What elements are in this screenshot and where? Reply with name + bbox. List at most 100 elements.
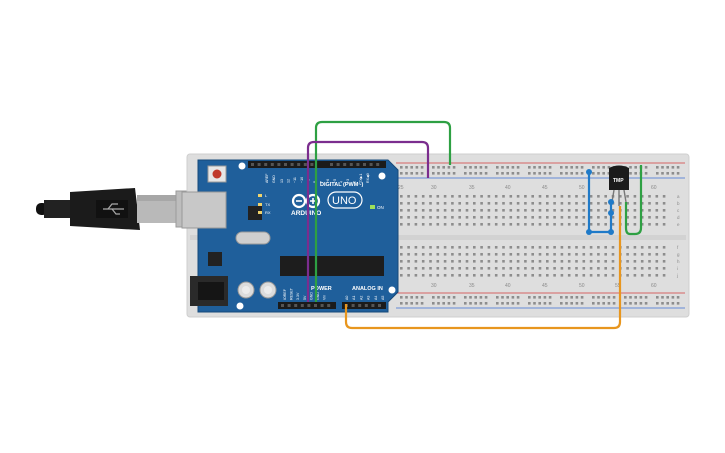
- breadboard-hole[interactable]: [487, 260, 491, 263]
- breadboard-hole[interactable]: [516, 216, 520, 219]
- breadboard-hole[interactable]: [661, 302, 664, 305]
- purple-gnd-wire[interactable]: [306, 140, 430, 302]
- breadboard-hole[interactable]: [560, 195, 564, 198]
- breadboard-hole[interactable]: [436, 202, 440, 205]
- breadboard-hole[interactable]: [414, 260, 418, 263]
- breadboard-hole[interactable]: [487, 274, 491, 277]
- header-pin[interactable]: [376, 163, 380, 166]
- breadboard-hole[interactable]: [629, 166, 632, 169]
- breadboard-hole[interactable]: [421, 274, 425, 277]
- breadboard-hole[interactable]: [607, 166, 611, 169]
- breadboard-hole[interactable]: [666, 296, 669, 299]
- breadboard-hole[interactable]: [531, 246, 534, 249]
- header-pin[interactable]: [270, 163, 274, 166]
- breadboard-hole[interactable]: [619, 202, 622, 205]
- breadboard-hole[interactable]: [582, 267, 586, 270]
- breadboard-hole[interactable]: [661, 166, 664, 169]
- header-pin[interactable]: [343, 163, 347, 166]
- wire-endpoint[interactable]: [586, 169, 592, 175]
- breadboard-hole[interactable]: [442, 172, 445, 175]
- breadboard-hole[interactable]: [611, 267, 615, 270]
- breadboard-hole[interactable]: [479, 166, 483, 169]
- breadboard-hole[interactable]: [429, 209, 432, 212]
- breadboard-hole[interactable]: [548, 296, 552, 299]
- breadboard-hole[interactable]: [553, 209, 556, 212]
- breadboard-hole[interactable]: [464, 166, 467, 169]
- breadboard-hole[interactable]: [410, 296, 413, 299]
- header-pin[interactable]: [320, 304, 324, 307]
- breadboard-hole[interactable]: [494, 260, 498, 263]
- breadboard-hole[interactable]: [451, 209, 454, 212]
- breadboard-hole[interactable]: [626, 209, 629, 212]
- breadboard-hole[interactable]: [496, 172, 499, 175]
- header-pin[interactable]: [336, 163, 340, 166]
- breadboard-hole[interactable]: [451, 253, 454, 256]
- breadboard-hole[interactable]: [502, 195, 505, 198]
- breadboard-hole[interactable]: [655, 267, 659, 270]
- breadboard-hole[interactable]: [648, 267, 651, 270]
- breadboard-hole[interactable]: [494, 216, 498, 219]
- breadboard-hole[interactable]: [633, 246, 637, 249]
- breadboard-hole[interactable]: [648, 195, 651, 198]
- breadboard-hole[interactable]: [531, 216, 534, 219]
- breadboard-hole[interactable]: [420, 296, 424, 299]
- breadboard-hole[interactable]: [662, 209, 666, 212]
- breadboard-hole[interactable]: [640, 253, 644, 256]
- breadboard-hole[interactable]: [496, 296, 499, 299]
- breadboard-hole[interactable]: [602, 166, 605, 169]
- breadboard-hole[interactable]: [496, 302, 499, 305]
- breadboard-hole[interactable]: [597, 296, 600, 299]
- breadboard-hole[interactable]: [607, 172, 611, 175]
- breadboard-hole[interactable]: [575, 166, 579, 169]
- breadboard-hole[interactable]: [407, 260, 410, 263]
- breadboard-hole[interactable]: [634, 166, 637, 169]
- breadboard-hole[interactable]: [538, 223, 542, 226]
- breadboard-hole[interactable]: [473, 216, 476, 219]
- breadboard-hole[interactable]: [560, 267, 564, 270]
- breadboard-hole[interactable]: [484, 302, 488, 305]
- breadboard-hole[interactable]: [432, 172, 435, 175]
- breadboard-hole[interactable]: [509, 223, 513, 226]
- breadboard-hole[interactable]: [429, 202, 432, 205]
- breadboard-hole[interactable]: [509, 253, 513, 256]
- breadboard-hole[interactable]: [575, 296, 579, 299]
- breadboard-hole[interactable]: [611, 216, 615, 219]
- breadboard-hole[interactable]: [531, 202, 534, 205]
- header-pin[interactable]: [314, 304, 317, 307]
- breadboard-hole[interactable]: [465, 223, 469, 226]
- breadboard-hole[interactable]: [611, 253, 615, 256]
- breadboard-hole[interactable]: [451, 216, 454, 219]
- breadboard-hole[interactable]: [474, 172, 477, 175]
- breadboard-hole[interactable]: [501, 166, 504, 169]
- breadboard-hole[interactable]: [575, 223, 578, 226]
- breadboard-hole[interactable]: [414, 216, 418, 219]
- breadboard-hole[interactable]: [443, 202, 447, 205]
- breadboard-hole[interactable]: [567, 260, 571, 263]
- breadboard-hole[interactable]: [465, 195, 469, 198]
- breadboard-hole[interactable]: [415, 172, 419, 175]
- breadboard-hole[interactable]: [582, 209, 586, 212]
- breadboard-hole[interactable]: [415, 302, 419, 305]
- breadboard-hole[interactable]: [480, 274, 483, 277]
- breadboard-hole[interactable]: [469, 166, 472, 169]
- header-pin[interactable]: [287, 304, 291, 307]
- breadboard-hole[interactable]: [458, 202, 461, 205]
- breadboard-hole[interactable]: [465, 209, 469, 212]
- breadboard-hole[interactable]: [458, 195, 461, 198]
- breadboard-hole[interactable]: [582, 223, 586, 226]
- breadboard-hole[interactable]: [634, 296, 637, 299]
- breadboard-hole[interactable]: [420, 172, 424, 175]
- breadboard-hole[interactable]: [611, 260, 615, 263]
- breadboard-hole[interactable]: [589, 202, 593, 205]
- breadboard-hole[interactable]: [437, 296, 440, 299]
- breadboard-hole[interactable]: [597, 302, 600, 305]
- breadboard-hole[interactable]: [644, 302, 648, 305]
- breadboard-hole[interactable]: [676, 166, 680, 169]
- breadboard-hole[interactable]: [487, 246, 491, 249]
- breadboard-hole[interactable]: [644, 172, 648, 175]
- breadboard-hole[interactable]: [469, 302, 472, 305]
- breadboard-hole[interactable]: [648, 216, 651, 219]
- breadboard-hole[interactable]: [509, 202, 513, 205]
- breadboard-hole[interactable]: [662, 267, 666, 270]
